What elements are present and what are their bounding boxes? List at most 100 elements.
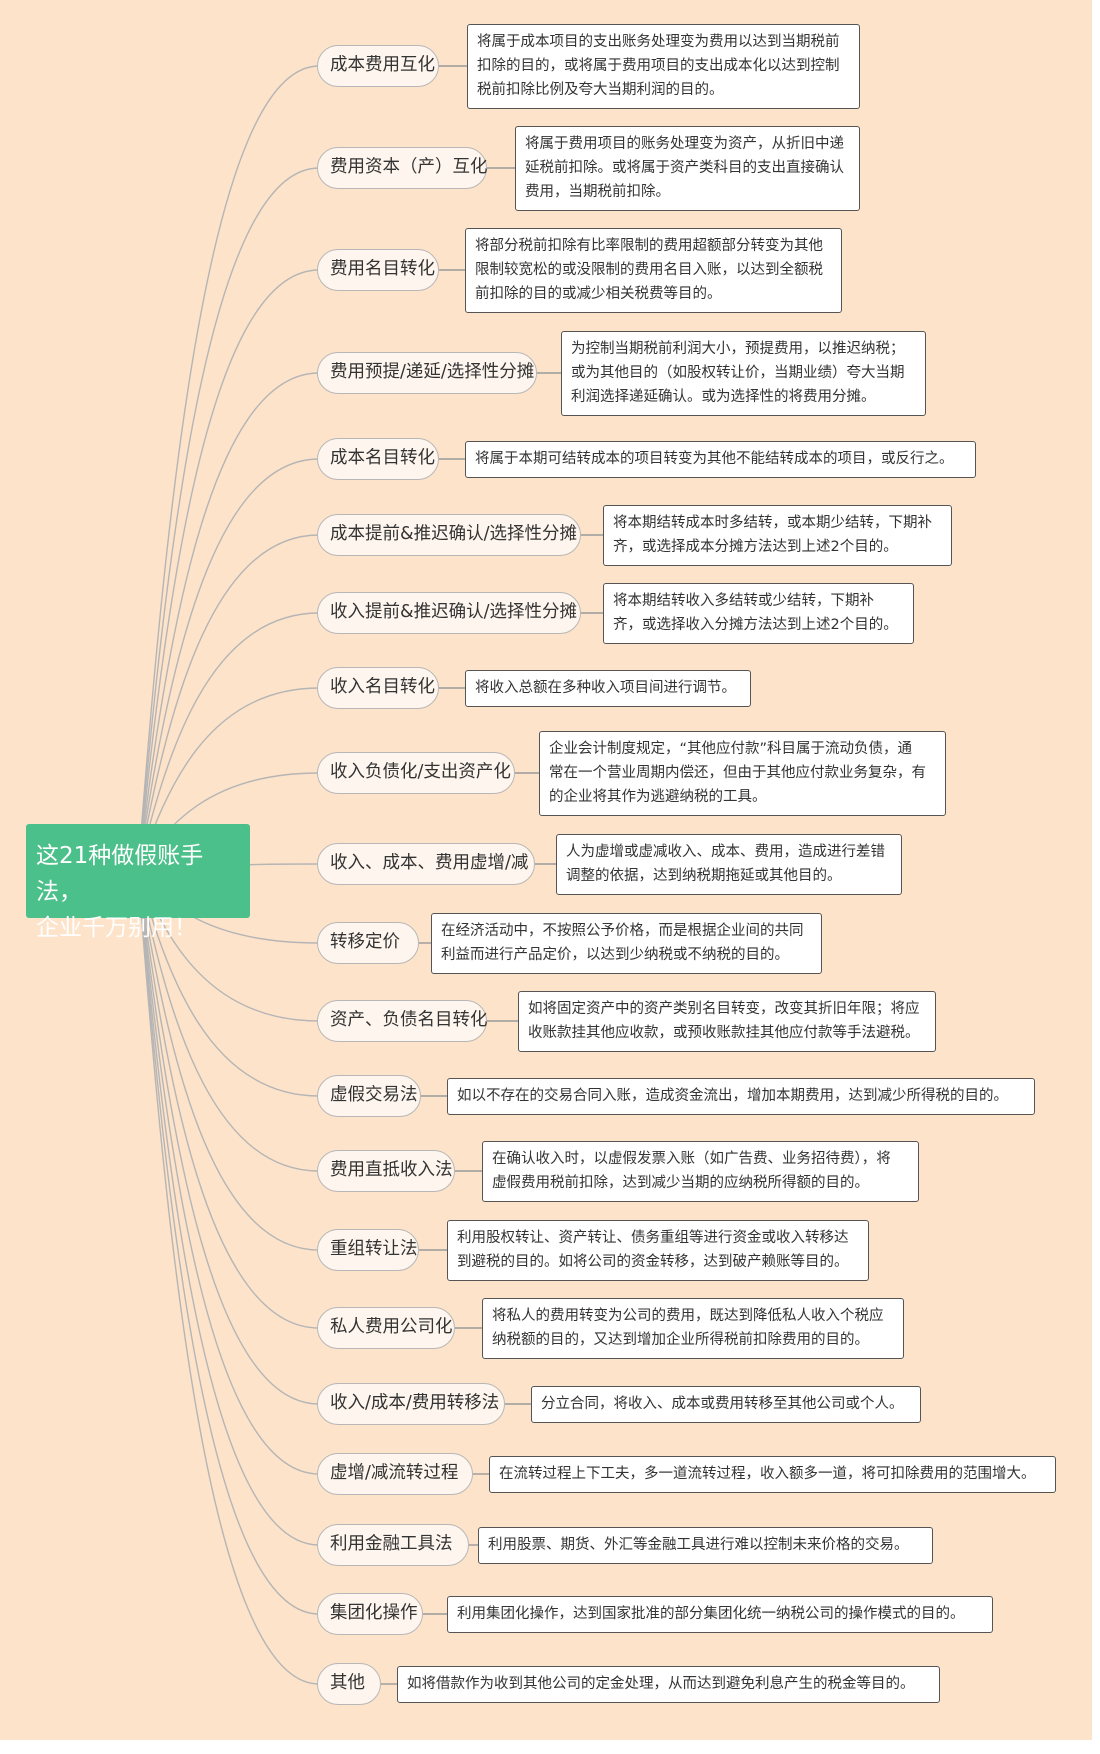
branch-connector xyxy=(137,167,320,872)
branch-node[interactable]: 虚假交易法 xyxy=(317,1075,421,1117)
description-line: 齐，或选择成本分摊方法达到上述2个目的。 xyxy=(613,538,898,555)
description-box[interactable]: 利用股权转让、资产转让、债务重组等进行资金或收入转移达到避税的目的。如将公司的资… xyxy=(447,1219,869,1281)
branch-connector xyxy=(137,870,320,1172)
description-line: 调整的依据，达到纳税期拖延或其他目的。 xyxy=(566,867,842,884)
description-line: 虚假费用税前扣除，达到减少当期的应纳税所得额的目的。 xyxy=(492,1174,869,1191)
description-box[interactable]: 将属于成本项目的支出账务处理变为费用以达到当期税前扣除的目的，或将属于费用项目的… xyxy=(467,23,860,109)
description-line: 分立合同，将收入、成本或费用转移至其他公司或个人。 xyxy=(541,1395,904,1412)
description-line: 纳税额的目的，又达到增加企业所得税前扣除费用的目的。 xyxy=(492,1331,869,1348)
description-line: 将部分税前扣除有比率限制的费用超额部分转变为其他 xyxy=(475,237,823,254)
description-line: 齐，或选择收入分摊方法达到上述2个目的。 xyxy=(613,616,898,633)
description-box[interactable]: 将属于费用项目的账务处理变为资产，从折旧中递延税前扣除。或将属于资产类科目的支出… xyxy=(515,125,860,211)
description-line: 扣除的目的，或将属于费用项目的支出成本化以达到控制 xyxy=(477,57,840,74)
description-box[interactable]: 为控制当期税前利润大小，预提费用，以推迟纳税； 或为其他目的（如股权转让价，当期业… xyxy=(561,330,926,416)
branch-connector xyxy=(137,534,320,872)
root-title-line-1: 这21种做假账手法， xyxy=(36,843,204,905)
description-line: 或为其他目的（如股权转让价，当期业绩）夸大当期 xyxy=(571,364,905,381)
description-line: 在流转过程上下工夫，多一道流转过程，收入额多一道，将可扣除费用的范围增大。 xyxy=(499,1465,1036,1482)
branch-connector xyxy=(137,65,320,872)
description-line: 利用股权转让、资产转让、债务重组等进行资金或收入转移达 xyxy=(457,1229,849,1246)
branch-node[interactable]: 成本提前&推迟确认/选择性分摊 xyxy=(317,514,581,556)
description-line: 将本期结转收入多结转或少结转，下期补 xyxy=(613,592,874,609)
description-box[interactable]: 将本期结转收入多结转或少结转，下期补齐，或选择收入分摊方法达到上述2个目的。 xyxy=(603,582,914,644)
description-line: 在经济活动中，不按照公予价格，而是根据企业间的共同 xyxy=(441,922,804,939)
branch-connector xyxy=(137,870,320,1329)
description-line: 将本期结转成本时多结转，或本期少结转，下期补 xyxy=(613,514,932,531)
description-box[interactable]: 人为虚增或虚减收入、成本、费用，造成进行差错调整的依据，达到纳税期拖延或其他目的… xyxy=(556,833,902,895)
branch-connector xyxy=(137,870,320,1546)
root-topic[interactable]: 这21种做假账手法， 企业千万别用！ xyxy=(26,824,250,941)
description-line: 如以不存在的交易合同入账，造成资金流出，增加本期费用，达到减少所得税的目的。 xyxy=(457,1087,1008,1104)
branch-connector xyxy=(137,870,320,1475)
branch-connector xyxy=(137,870,320,1251)
branch-connector xyxy=(137,870,320,1615)
description-box[interactable]: 分立合同，将收入、成本或费用转移至其他公司或个人。 xyxy=(531,1385,921,1423)
description-line: 如将借款作为收到其他公司的定金处理，从而达到避免利息产生的税金等目的。 xyxy=(407,1675,915,1692)
branch-node[interactable]: 利用金融工具法 xyxy=(317,1524,469,1566)
branch-node[interactable]: 重组转让法 xyxy=(317,1229,419,1271)
description-box[interactable]: 如以不存在的交易合同入账，造成资金流出，增加本期费用，达到减少所得税的目的。 xyxy=(447,1077,1035,1115)
branch-node[interactable]: 收入/成本/费用转移法 xyxy=(317,1383,505,1425)
branch-node[interactable]: 收入负债化/支出资产化 xyxy=(317,752,515,794)
description-line: 将属于本期可结转成本的项目转变为其他不能结转成本的项目，或反行之。 xyxy=(475,450,954,467)
description-line: 到避税的目的。如将公司的资金转移，达到破产赖账等目的。 xyxy=(457,1253,849,1270)
description-line: 税前扣除比例及夸大当期利润的目的。 xyxy=(477,81,724,98)
branch-node[interactable]: 收入名目转化 xyxy=(317,667,439,709)
description-box[interactable]: 将部分税前扣除有比率限制的费用超额部分转变为其他限制较宽松的或没限制的费用名目入… xyxy=(465,227,842,313)
branch-node[interactable]: 其他 xyxy=(317,1663,381,1705)
description-line: 将属于成本项目的支出账务处理变为费用以达到当期税前 xyxy=(477,33,840,50)
description-line: 利用股票、期货、外汇等金融工具进行难以控制未来价格的交易。 xyxy=(488,1536,909,1553)
description-line: 在确认收入时，以虚假发票入账（如广告费、业务招待费），将 xyxy=(492,1150,891,1167)
branch-node[interactable]: 转移定价 xyxy=(317,922,419,964)
branch-node[interactable]: 成本费用互化 xyxy=(317,45,439,87)
branch-node[interactable]: 集团化操作 xyxy=(317,1593,423,1635)
description-box[interactable]: 如将固定资产中的资产类别名目转变，改变其折旧年限；将应收账款挂其他应收款，或预收… xyxy=(518,990,936,1052)
description-box[interactable]: 将收入总额在多种收入项目间进行调节。 xyxy=(465,669,751,707)
branch-node[interactable]: 费用名目转化 xyxy=(317,249,439,291)
description-line: 利润选择递延确认。或为选择性的将费用分摊。 xyxy=(571,388,876,405)
description-line: 常在一个营业周期内偿还，但由于其他应付款业务复杂，有 xyxy=(549,764,926,781)
description-box[interactable]: 在流转过程上下工夫，多一道流转过程，收入额多一道，将可扣除费用的范围增大。 xyxy=(489,1455,1056,1493)
branch-node[interactable]: 收入提前&推迟确认/选择性分摊 xyxy=(317,592,581,634)
description-box[interactable]: 在经济活动中，不按照公予价格，而是根据企业间的共同利益而进行产品定价，以达到少纳… xyxy=(431,912,822,974)
description-box[interactable]: 如将借款作为收到其他公司的定金处理，从而达到避免利息产生的税金等目的。 xyxy=(397,1665,940,1703)
description-line: 前扣除的目的或减少相关税费等目的。 xyxy=(475,285,722,302)
description-line: 延税前扣除。或将属于资产类科目的支出直接确认 xyxy=(525,159,844,176)
branch-node[interactable]: 费用直抵收入法 xyxy=(317,1150,455,1192)
branch-node[interactable]: 费用预提/递延/选择性分摊 xyxy=(317,352,537,394)
branch-node[interactable]: 虚增/减流转过程 xyxy=(317,1453,473,1495)
description-line: 利益而进行产品定价，以达到少纳税或不纳税的目的。 xyxy=(441,946,789,963)
description-line: 企业会计制度规定，“其他应付款”科目属于流动负债，通 xyxy=(549,740,913,757)
branch-node[interactable]: 收入、成本、费用虚增/减 xyxy=(317,843,535,885)
description-line: 将属于费用项目的账务处理变为资产，从折旧中递 xyxy=(525,135,844,152)
description-box[interactable]: 在确认收入时，以虚假发票入账（如广告费、业务招待费），将虚假费用税前扣除，达到减… xyxy=(482,1140,919,1202)
description-box[interactable]: 企业会计制度规定，“其他应付款”科目属于流动负债，通常在一个营业周期内偿还，但由… xyxy=(539,730,946,816)
description-line: 费用，当期税前扣除。 xyxy=(525,183,670,200)
branch-node[interactable]: 费用资本（产）互化 xyxy=(317,147,488,189)
branch-node[interactable]: 成本名目转化 xyxy=(317,438,439,480)
branch-connector xyxy=(137,870,320,1685)
description-line: 的企业将其作为逃避纳税的工具。 xyxy=(549,788,767,805)
description-line: 将收入总额在多种收入项目间进行调节。 xyxy=(475,679,736,696)
description-line: 限制较宽松的或没限制的费用名目入账，以达到全额税 xyxy=(475,261,823,278)
description-box[interactable]: 利用集团化操作，达到国家批准的部分集团化统一纳税公司的操作模式的目的。 xyxy=(447,1595,993,1633)
description-box[interactable]: 利用股票、期货、外汇等金融工具进行难以控制未来价格的交易。 xyxy=(478,1526,933,1564)
branch-node[interactable]: 私人费用公司化 xyxy=(317,1307,455,1349)
branch-node[interactable]: 资产、负债名目转化 xyxy=(317,1000,488,1042)
branch-connector xyxy=(137,458,320,872)
description-line: 为控制当期税前利润大小，预提费用，以推迟纳税； xyxy=(571,340,905,357)
branch-connector xyxy=(137,269,320,872)
branch-connector xyxy=(137,870,320,1405)
description-box[interactable]: 将私人的费用转变为公司的费用，既达到降低私人收入个税应纳税额的目的，又达到增加企… xyxy=(482,1297,904,1359)
description-line: 如将固定资产中的资产类别名目转变，改变其折旧年限；将应 xyxy=(528,1000,920,1017)
description-line: 将私人的费用转变为公司的费用，既达到降低私人收入个税应 xyxy=(492,1307,884,1324)
description-box[interactable]: 将本期结转成本时多结转，或本期少结转，下期补齐，或选择成本分摊方法达到上述2个目… xyxy=(603,504,952,566)
description-line: 利用集团化操作，达到国家批准的部分集团化统一纳税公司的操作模式的目的。 xyxy=(457,1605,965,1622)
description-box[interactable]: 将属于本期可结转成本的项目转变为其他不能结转成本的项目，或反行之。 xyxy=(465,440,976,478)
root-title-line-2: 企业千万别用！ xyxy=(36,915,197,941)
branch-connector xyxy=(137,372,320,872)
description-line: 人为虚增或虚减收入、成本、费用，造成进行差错 xyxy=(566,843,885,860)
branch-connector xyxy=(137,612,320,872)
